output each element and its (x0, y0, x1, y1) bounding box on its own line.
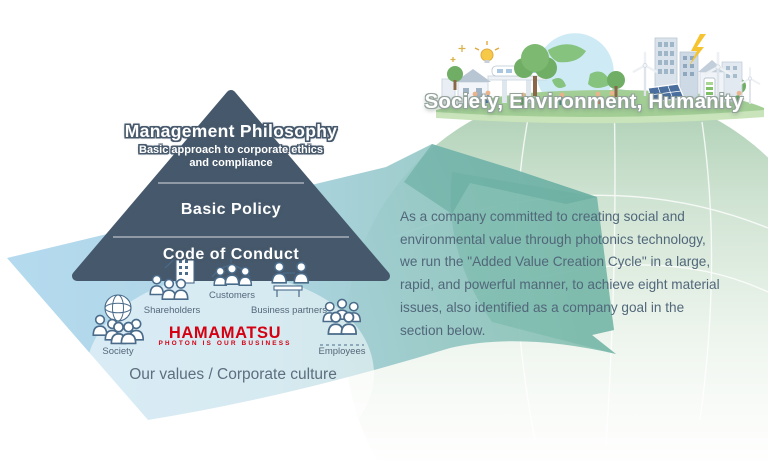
cycle-arrow-panel (450, 172, 616, 354)
cloud-icon (629, 26, 651, 38)
earth-continents (548, 44, 611, 88)
customers-icon (211, 257, 253, 286)
values-caption: Our values / Corporate culture (129, 366, 337, 383)
subtitle-line-2: and compliance (189, 157, 273, 169)
battery-icon (703, 77, 716, 100)
buildings-icon (654, 37, 743, 103)
pyramid-tier-management-philosophy-subtitle: Basic approach to corporate ethics and c… (139, 144, 323, 170)
description-line: we run the "Added Value Creation Cycle" … (400, 254, 711, 270)
description-line: issues, also identified as a company goa… (400, 299, 685, 315)
description-line: rapid, and powerful manner, to achieve e… (400, 277, 720, 293)
stakeholder-label-shareholders: Shareholders (143, 305, 201, 316)
lightbulb-icon (474, 41, 500, 63)
stakeholder-label-society: Society (102, 346, 134, 357)
description-line: As a company committed to creating socia… (400, 209, 685, 224)
stakeholder-label-employees: Employees (318, 346, 366, 357)
shareholders-icon (149, 249, 195, 300)
ground-front (436, 110, 764, 124)
hamamatsu-logo: HAMAMATSU (168, 324, 282, 342)
headline-society-environment-humanity: Society, Environment, Humanity (424, 90, 744, 113)
pyramid-tier-management-philosophy: Management Philosophy (124, 121, 338, 141)
stakeholder-label-customers: Customers (209, 290, 255, 301)
city-illustration (436, 26, 764, 124)
stakeholder-dome (86, 274, 374, 461)
description-line: environmental value through photonics te… (400, 231, 706, 247)
house-icon (441, 69, 491, 106)
solar-panel-icon (647, 83, 685, 103)
sparkle-icon (450, 45, 466, 62)
pyramid-tier-code-of-conduct: Code of Conduct (162, 246, 300, 263)
stakeholder-label-business-partners: Business partners (250, 305, 328, 316)
pyramid-tier-basic-policy: Basic Policy (180, 201, 282, 218)
description-paragraph: As a company committed to creating socia… (400, 206, 720, 342)
lightning-icon (689, 34, 706, 66)
society-icon (92, 294, 145, 345)
cloud-icon (503, 31, 527, 45)
description-line: section below. (400, 322, 486, 338)
business-partners-icon (271, 261, 310, 297)
employees-icon (320, 298, 364, 346)
cycle-arrow-head (404, 144, 597, 214)
pyramid-tier-dividers (113, 182, 349, 238)
subtitle-line-1: Basic approach to corporate ethics (139, 144, 323, 156)
hamamatsu-logo-tagline: PHOTON IS OUR BUSINESS (158, 340, 292, 347)
